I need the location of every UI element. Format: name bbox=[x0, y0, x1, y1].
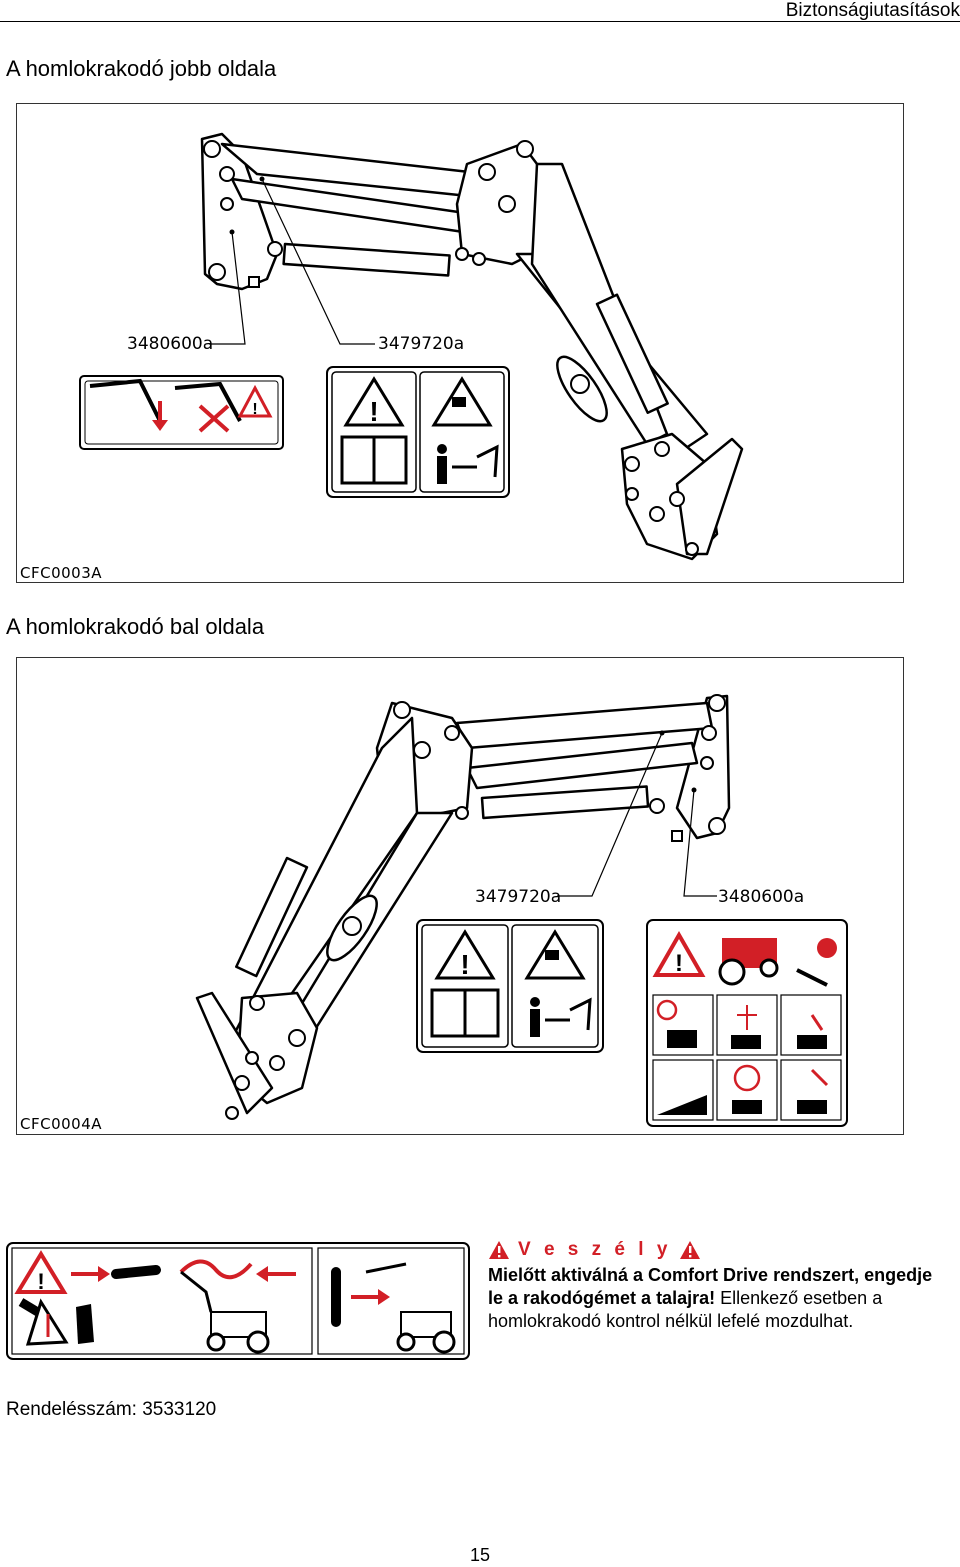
danger-heading: V e s z é l y bbox=[488, 1238, 948, 1262]
callout-label: 3479720a bbox=[378, 334, 465, 354]
loader-right-drawing: ! ! bbox=[79, 132, 744, 561]
decal-3480600a: ! bbox=[646, 919, 848, 1127]
danger-bold-text: Mielőtt aktiválná a Comfort Drive rendsz… bbox=[488, 1265, 933, 1308]
figure-right-side-loader: ! ! 3480600a 3479720a CFC0003A bbox=[16, 103, 904, 583]
callout-label: 3480600a bbox=[718, 887, 805, 907]
svg-text:!: ! bbox=[37, 1269, 44, 1294]
section-title-left-side: A homlokrakodó bal oldala bbox=[6, 614, 265, 639]
decal-3479720a: ! bbox=[326, 366, 510, 498]
page-header-title: Biztonságiutasítások bbox=[785, 0, 960, 21]
danger-notice: V e s z é l y Mielőtt aktiválná a Comfor… bbox=[488, 1238, 948, 1333]
order-number: Rendelésszám: 3533120 bbox=[6, 1399, 217, 1420]
loader-left-drawing: ! ! bbox=[195, 694, 848, 1127]
decal-3480600a: ! bbox=[79, 375, 284, 450]
danger-normal-text: Ellenkező esetben a homlokrakodó kontrol… bbox=[488, 1288, 883, 1331]
figure-code: CFC0003A bbox=[20, 564, 103, 582]
danger-heading-text: V e s z é l y bbox=[518, 1239, 672, 1260]
header-divider bbox=[0, 21, 960, 22]
svg-text:!: ! bbox=[460, 949, 469, 980]
warning-triangle-icon bbox=[680, 1241, 701, 1259]
svg-text:!: ! bbox=[252, 401, 257, 418]
figure-left-side-loader: ! ! bbox=[16, 657, 904, 1135]
svg-text:!: ! bbox=[369, 396, 378, 427]
callout-label: 3480600a bbox=[127, 334, 214, 354]
comfort-drive-warning-decal: ! bbox=[6, 1242, 470, 1360]
warning-triangle-icon bbox=[489, 1241, 509, 1259]
page-number: 15 bbox=[469, 1545, 491, 1565]
figure-code: CFC0004A bbox=[20, 1115, 103, 1133]
decal-3479720a: ! bbox=[416, 919, 604, 1053]
section-title-right-side: A homlokrakodó jobb oldala bbox=[6, 56, 277, 81]
danger-body: Mielőtt aktiválná a Comfort Drive rendsz… bbox=[488, 1264, 948, 1333]
svg-text:!: ! bbox=[675, 950, 683, 977]
callout-label: 3479720a bbox=[475, 887, 562, 907]
